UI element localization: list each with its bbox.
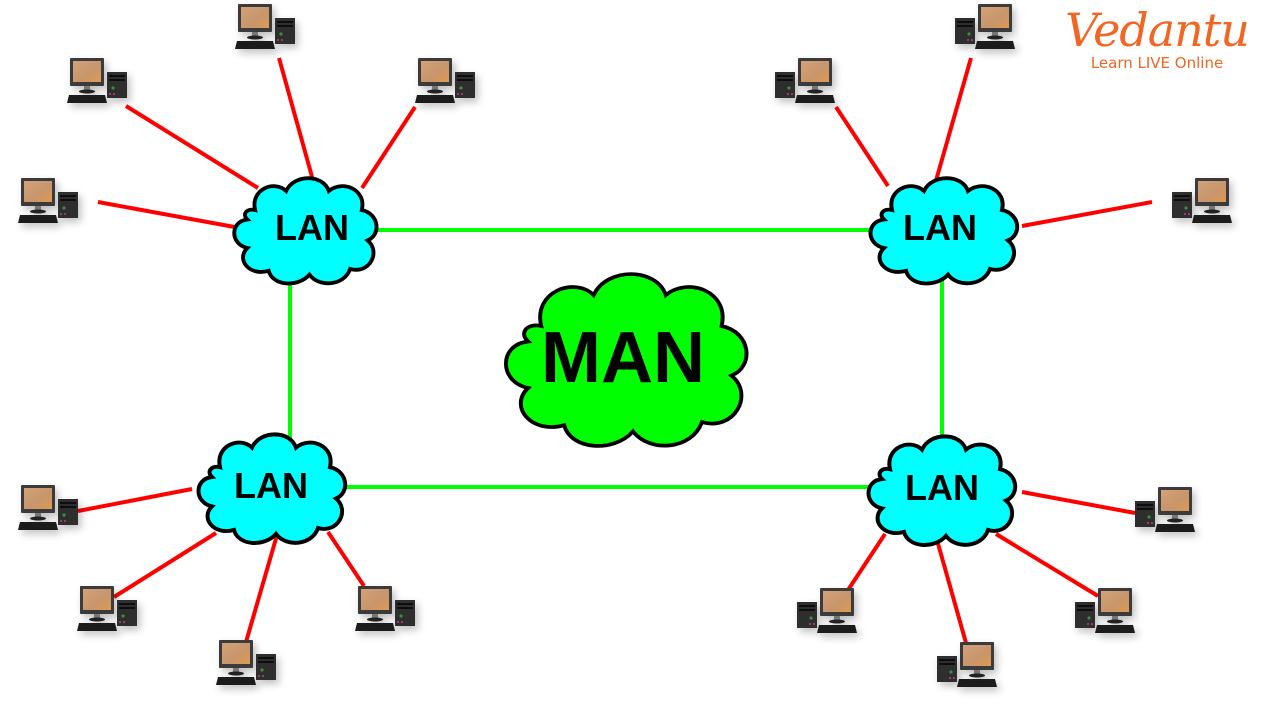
logo-brand: Vedantu bbox=[1065, 3, 1250, 57]
lan-link bbox=[834, 105, 890, 188]
lan-link bbox=[994, 532, 1100, 598]
computer-icon bbox=[18, 178, 78, 223]
lan-label-bottom-right: LAN bbox=[905, 467, 979, 508]
lan-link bbox=[933, 57, 973, 185]
lan-link bbox=[112, 531, 218, 599]
lan-link bbox=[277, 57, 316, 185]
lan-link bbox=[846, 532, 887, 592]
lan-link bbox=[935, 539, 968, 644]
computer-icon bbox=[355, 586, 415, 631]
lan-link bbox=[77, 487, 193, 513]
man-label: MAN bbox=[541, 318, 705, 398]
lan-label-top-right: LAN bbox=[903, 207, 977, 248]
lan-link bbox=[97, 200, 241, 230]
computer-icon bbox=[955, 4, 1015, 49]
lan-links bbox=[77, 57, 1153, 644]
computer-icon bbox=[1135, 487, 1195, 532]
lan-link bbox=[1021, 490, 1136, 515]
computer-icon bbox=[77, 586, 137, 631]
logo-tagline: Learn LIVE Online bbox=[1090, 54, 1224, 72]
lan-link bbox=[360, 105, 417, 190]
lan-link bbox=[1021, 200, 1153, 228]
lan-link bbox=[326, 530, 366, 588]
lan-link bbox=[124, 104, 260, 190]
lan-label-bottom-left: LAN bbox=[234, 465, 308, 506]
computer-icon bbox=[415, 58, 475, 103]
computer-icon bbox=[1172, 178, 1232, 223]
computer-icon bbox=[216, 640, 276, 685]
computer-icon bbox=[937, 642, 997, 687]
computer-icon bbox=[775, 58, 835, 103]
computer-icon bbox=[797, 588, 857, 633]
computer-icon bbox=[1075, 588, 1135, 633]
computer-icon bbox=[18, 485, 78, 530]
computer-icon bbox=[235, 4, 295, 49]
vedantu-logo: Vedantu Learn LIVE Online bbox=[1062, 4, 1252, 84]
computer-icon bbox=[67, 58, 127, 103]
lan-link bbox=[244, 534, 279, 643]
lan-label-top-left: LAN bbox=[275, 207, 349, 248]
